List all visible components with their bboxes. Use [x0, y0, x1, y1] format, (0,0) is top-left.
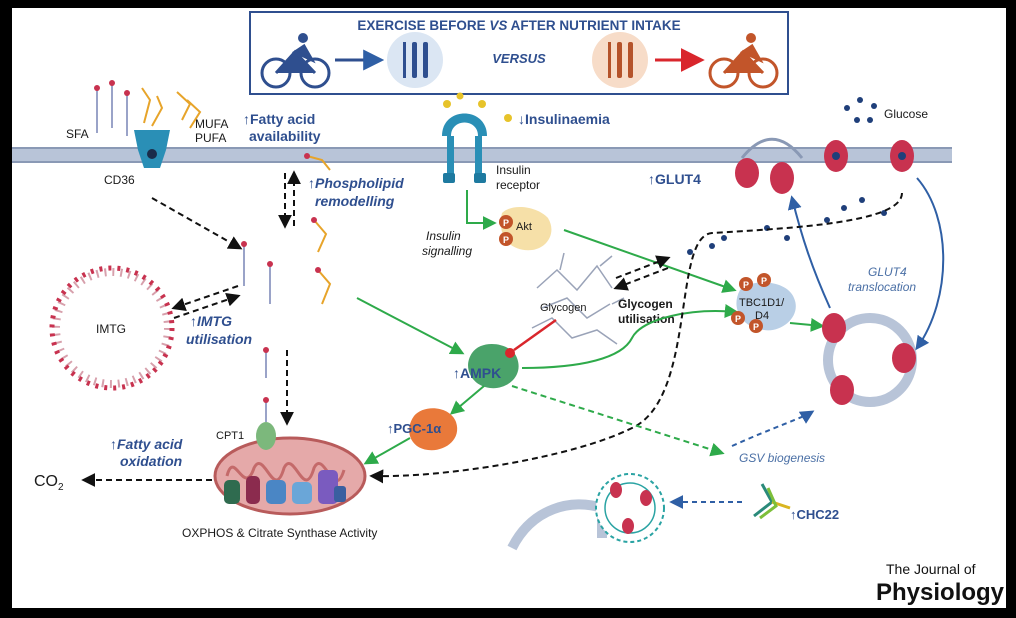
glut4-translocation-label-1: GLUT4: [868, 265, 907, 279]
oxphos-label: OXPHOS & Citrate Synthase Activity: [182, 526, 377, 540]
ampk-glycogen-inhibit-line: [513, 318, 557, 352]
phospholipid-remodelling-arrows: [278, 153, 331, 229]
imtg-label: IMTG: [96, 322, 126, 336]
journal-line-1: The Journal of: [886, 561, 976, 577]
cutlery-orange-icon: [592, 32, 648, 88]
journal-line-2: Physiology: [876, 579, 1005, 606]
gsv-compartment-icon: [507, 473, 665, 551]
svg-text:P: P: [503, 235, 509, 245]
header-title: EXERCISE BEFORE VS AFTER NUTRIENT INTAKE: [357, 18, 680, 33]
glucose-to-mito-arrow: [369, 192, 903, 484]
journal-logo: The Journal of Physiology: [876, 561, 1005, 606]
glycogen-label: Glycogen: [540, 302, 586, 314]
imtg-release-arrow: [173, 293, 241, 319]
glycogen-synth-arrow: [615, 255, 671, 279]
cpt1-icon: [256, 397, 276, 450]
glycogen-utilisation-label-1: Glycogen: [618, 297, 673, 311]
phospholipid-label-2: remodelling: [315, 193, 395, 209]
inhibit-node-icon: [505, 348, 515, 358]
glycogen-icon: [531, 252, 625, 345]
insulin-signalling-label-1: Insulin: [426, 229, 461, 243]
glut4-label: ↑GLUT4: [648, 171, 701, 187]
cutlery-blue-icon: [387, 32, 443, 88]
insulin-signalling-label-2: signalling: [422, 244, 472, 258]
endocytosis-arrow: [915, 177, 945, 351]
fatty-acids-extracellular: [94, 80, 202, 136]
akt-label: Akt: [516, 221, 532, 233]
mufa-label: MUFA: [195, 117, 228, 131]
diagram-canvas: EXERCISE BEFORE VS AFTER NUTRIENT INTAKE…: [12, 8, 1006, 608]
insulin-receptor-label-2: receptor: [496, 178, 540, 192]
insulin-dot-icon: [504, 114, 512, 122]
tbc-label-1: TBC1D1/: [739, 297, 785, 309]
insulin-receptor-icon: [442, 92, 487, 183]
phospholipid-label-1: ↑Phospholipid: [308, 175, 404, 191]
fatty-acid-availability-label-1: ↑Fatty acid: [243, 111, 315, 127]
glut4-membrane-icon: [735, 137, 914, 194]
fatty-acid-oxidation-label-1: ↑Fatty acid: [110, 436, 183, 452]
glycogen-break-arrow: [613, 267, 669, 291]
glut4-vesicle-icon: [822, 313, 917, 407]
sfa-label: SFA: [66, 127, 89, 141]
gsv-biogenesis-label: GSV biogenesis: [739, 451, 825, 465]
svg-text:P: P: [761, 276, 767, 286]
chc22-triskelion-icon: [753, 483, 791, 520]
ampk-to-gsv-arrow: [511, 385, 725, 457]
tbc1d1-d4-icon: P P P P: [731, 273, 796, 333]
versus-label: VERSUS: [492, 51, 546, 66]
fa-to-ampk-arrow: [356, 297, 465, 355]
imtg-droplet-icon: [49, 265, 175, 391]
cyclist-after-icon: [708, 33, 779, 89]
insulin-receptor-label-1: Insulin: [496, 163, 531, 177]
imtg-utilisation-label-1: ↑IMTG: [190, 313, 232, 329]
pufa-label: PUFA: [195, 131, 226, 145]
header-box: EXERCISE BEFORE VS AFTER NUTRIENT INTAKE…: [249, 11, 789, 95]
akt-protein-icon: P P: [499, 206, 552, 251]
chc22-label: ↑CHC22: [790, 507, 839, 522]
fatty-acids-intracellular: [241, 217, 332, 378]
cpt1-label: CPT1: [216, 430, 244, 442]
co2-label: CO2: [34, 473, 64, 493]
diagram-svg: EXERCISE BEFORE VS AFTER NUTRIENT INTAKE…: [12, 11, 1005, 606]
cyclist-before-icon: [260, 33, 331, 89]
tbc-label-2: D4: [755, 310, 769, 322]
pgc1a-protein-icon: [409, 408, 458, 451]
ampk-to-pgc-arrow: [449, 385, 485, 415]
imtg-storage-arrow: [171, 285, 239, 311]
cd36-uptake-arrow: [151, 197, 243, 250]
svg-text:P: P: [503, 218, 509, 228]
ampk-to-tbc-arrow: [521, 304, 739, 369]
mitochondrion-icon: [213, 436, 367, 516]
akt-to-tbc-arrow: [563, 229, 737, 293]
insulinaemia-label: ↓Insulinaemia: [518, 111, 610, 127]
svg-text:P: P: [753, 322, 759, 332]
glycogen-utilisation-label-2: utilisation: [618, 312, 675, 326]
insulin-signalling-arrow: [466, 190, 497, 230]
pgc-to-mito-arrow: [363, 437, 411, 465]
fatty-acid-oxidation-label-2: oxidation: [120, 453, 182, 469]
cd36-transporter-icon: [134, 130, 170, 168]
glucose-label: Glucose: [884, 107, 928, 121]
ampk-label: ↑AMPK: [453, 365, 501, 381]
glut4-translocation-label-2: translocation: [848, 280, 916, 294]
tbc-to-vesicle-arrow: [789, 317, 825, 332]
imtg-utilisation-label-2: utilisation: [186, 331, 252, 347]
gsv-to-vesicle-arrow: [731, 410, 815, 447]
svg-text:P: P: [735, 314, 741, 324]
pgc1a-label: ↑PGC-1α: [387, 421, 441, 436]
cd36-label: CD36: [104, 173, 135, 187]
fatty-acid-availability-label-2: availability: [249, 128, 321, 144]
glucose-molecules-icon: [687, 97, 887, 255]
svg-text:P: P: [743, 280, 749, 290]
translocation-arrow: [787, 195, 831, 309]
